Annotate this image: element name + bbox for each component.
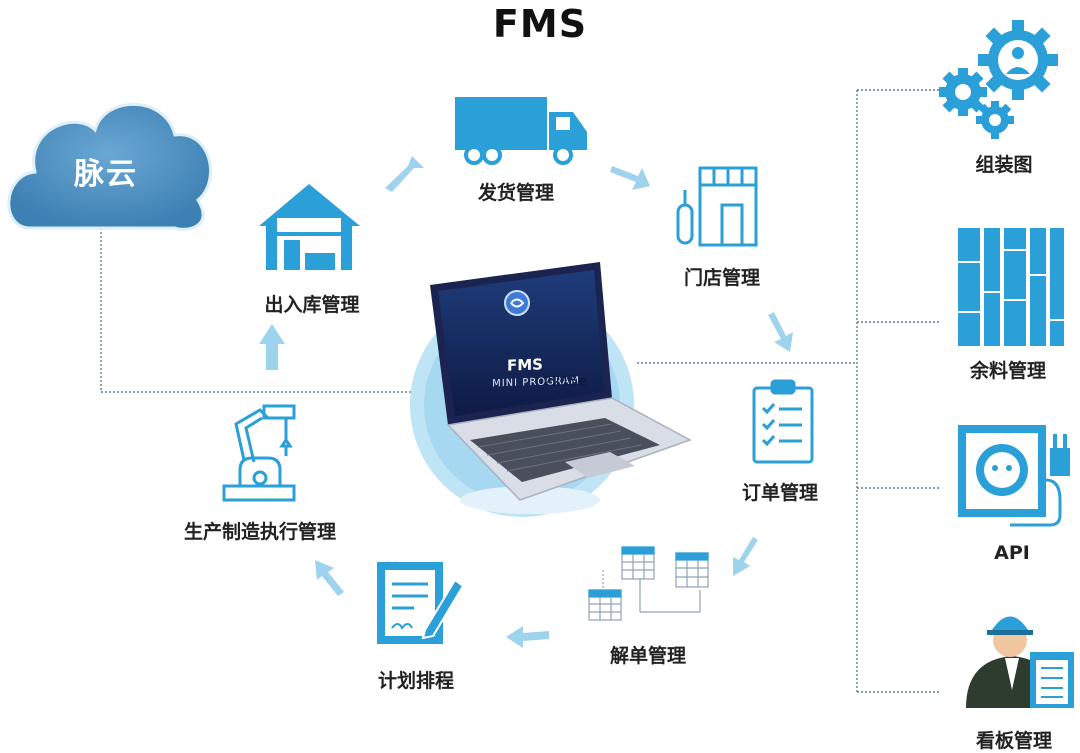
label-shipping: 发货管理	[477, 182, 555, 204]
power-socket-icon	[958, 425, 1070, 527]
label-planning: 计划排程	[377, 670, 455, 692]
label-dashboard: 看板管理	[975, 730, 1053, 752]
label-remnant: 余料管理	[969, 360, 1047, 382]
label-production: 生产制造执行管理	[183, 521, 337, 543]
label-assembly-drawing: 组装图	[975, 154, 1033, 176]
panels-icon	[958, 228, 1064, 346]
clipboard-icon	[752, 379, 814, 464]
gears-icon	[939, 20, 1058, 139]
label-api: API	[994, 542, 1030, 564]
laptop-screen-code: 2215e	[542, 374, 588, 390]
worker-icon	[966, 616, 1074, 708]
warehouse-icon	[259, 184, 360, 270]
robot-arm-icon	[222, 404, 296, 502]
label-store: 门店管理	[683, 267, 761, 289]
label-warehouse: 出入库管理	[264, 294, 360, 316]
label-order-split: 解单管理	[609, 645, 687, 667]
plan-document-icon	[377, 562, 465, 644]
cycle-arrows	[259, 156, 793, 648]
laptop-illustration	[410, 262, 692, 517]
laptop-screen-title: FMS	[507, 355, 543, 375]
store-icon	[676, 166, 758, 247]
truck-icon	[455, 97, 587, 165]
cloud-label: 脉云	[74, 157, 138, 192]
connector-lines	[100, 89, 940, 693]
label-order: 订单管理	[741, 482, 819, 504]
spreadsheet-icon	[588, 546, 709, 621]
cloud-icon	[7, 102, 213, 231]
page-title: FMS	[492, 2, 588, 46]
